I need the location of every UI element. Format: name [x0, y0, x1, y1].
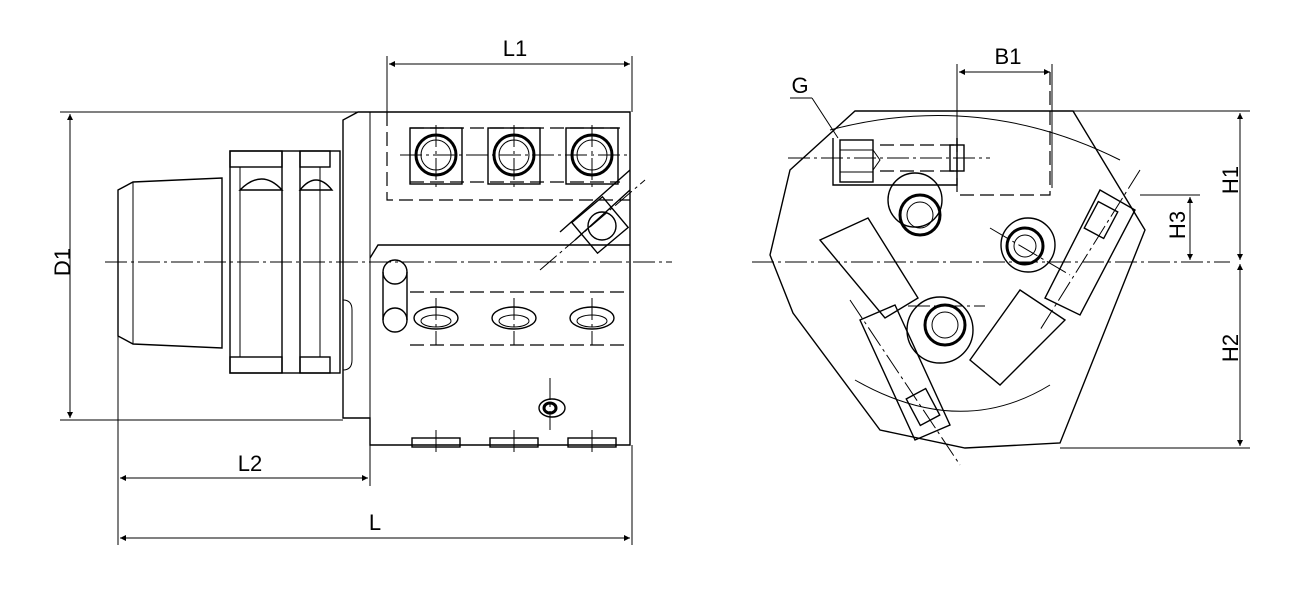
front-screws	[887, 172, 1071, 364]
side-view: D1 L1 L2 L	[50, 36, 672, 545]
dim-label-h3: H3	[1165, 211, 1190, 239]
front-view: G B1 H1 H2 H3	[752, 44, 1250, 466]
tool-body	[342, 111, 631, 446]
angled-screw	[539, 169, 646, 271]
front-pocket-right	[1044, 189, 1136, 316]
dim-label-h1: H1	[1218, 166, 1243, 194]
upper-pocket	[386, 112, 630, 201]
front-pocket-lower	[859, 304, 951, 441]
front-body	[769, 110, 1146, 449]
bottom-keys	[411, 430, 617, 452]
dim-label-b1: B1	[995, 44, 1022, 69]
front-pocket-top	[832, 138, 958, 186]
bottom-screw	[538, 378, 566, 430]
side-dimensions	[60, 56, 633, 545]
dim-label-l2: L2	[238, 451, 262, 476]
lower-screws	[413, 298, 615, 345]
dim-label-h2: H2	[1218, 334, 1243, 362]
dim-label-l: L	[369, 510, 381, 535]
dim-label-d1: D1	[50, 248, 75, 276]
taper-shank	[117, 177, 223, 349]
lower-bore	[369, 244, 630, 259]
flange	[229, 150, 341, 374]
front-dimensions	[790, 64, 1250, 449]
dim-label-g: G	[791, 73, 808, 98]
upper-screws	[400, 125, 628, 188]
dim-label-l1: L1	[503, 36, 527, 61]
